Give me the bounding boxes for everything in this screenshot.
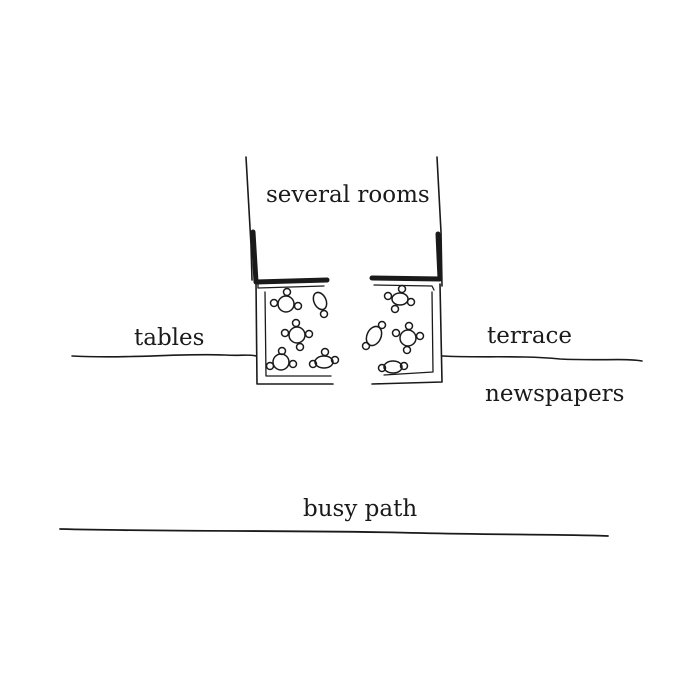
building-left-wall [245,156,253,281]
label-newspapers: newspapers [485,381,625,407]
right-thick-wall [369,231,443,282]
label-terrace: terrace [487,323,573,349]
ground-line-right [441,355,643,362]
enclosure-left-inner [264,291,332,377]
label-several-rooms: several rooms [266,182,430,208]
left-thick-wall [250,229,330,285]
label-tables: tables [134,325,205,351]
right-opening-inner [373,284,435,291]
enclosure-right-outer [371,283,443,385]
table-cluster-left [265,287,340,371]
table-cluster-right [361,284,425,374]
ground-line-left [71,353,257,358]
left-opening-inner [257,279,325,289]
enclosure-right-inner [383,291,434,376]
busy-path-line [59,528,609,537]
enclosure-left-outer [255,281,334,385]
label-busy-path: busy path [303,496,418,522]
